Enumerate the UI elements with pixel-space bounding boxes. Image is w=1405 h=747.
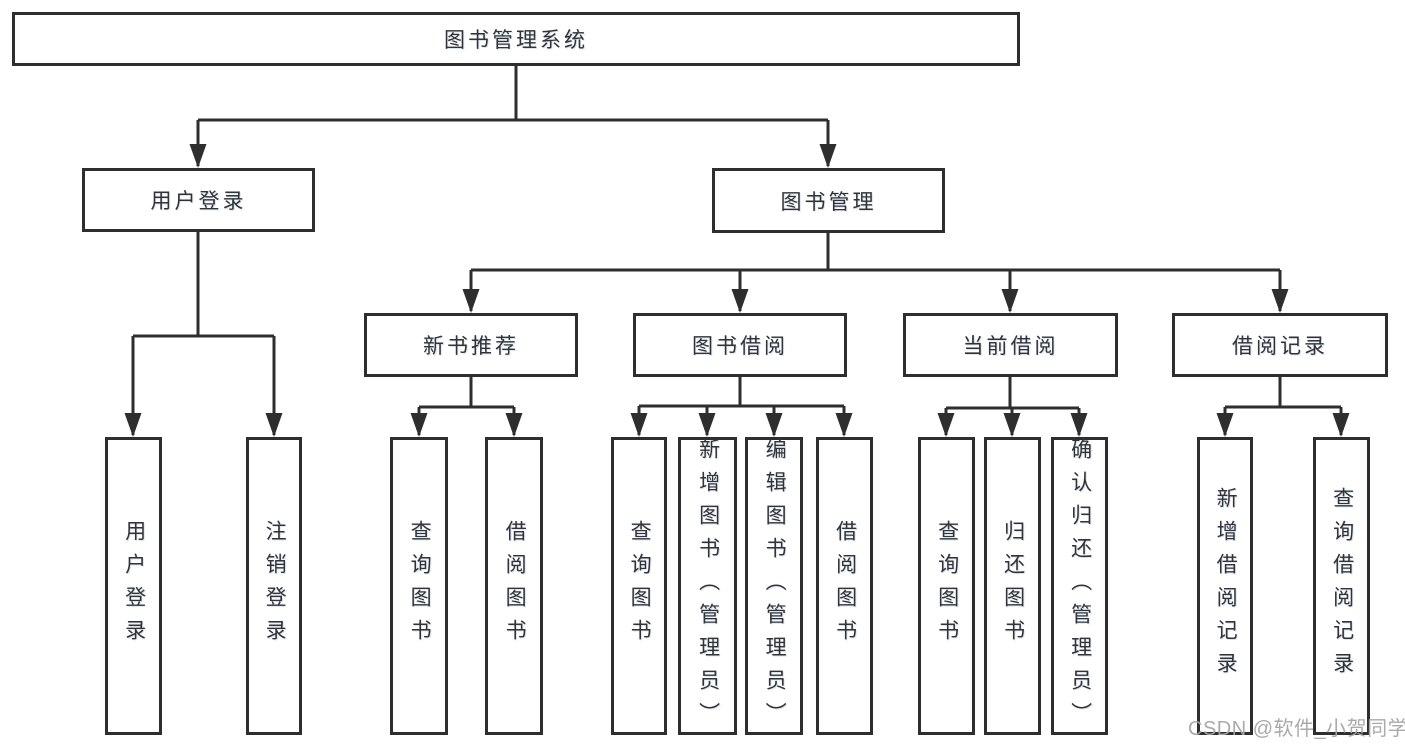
node-label: 图书借阅	[692, 335, 788, 358]
leaf-logout: 注销登录	[246, 437, 302, 735]
leaf-query-books: 查询图书	[390, 437, 448, 735]
connector-book-borrow-to-leaves	[630, 377, 853, 437]
leaf-label: 新增图书（管理员）	[696, 437, 720, 735]
node-new-book-recommend: 新书推荐	[364, 313, 578, 377]
connector-current-borrow-to-leaves	[937, 377, 1088, 437]
leaf-label: 查询借阅记录	[1330, 487, 1354, 685]
node-current-borrowing: 当前借阅	[903, 313, 1118, 377]
leaf-borrow-books: 借阅图书	[816, 437, 873, 735]
connector-new-books-to-leaves	[410, 377, 523, 437]
leaf-confirm-return-admin: 确认归还（管理员）	[1051, 437, 1108, 735]
leaf-label: 查询图书	[408, 520, 432, 652]
leaf-label: 新增借阅记录	[1214, 487, 1238, 685]
leaf-label: 借阅图书	[503, 520, 527, 652]
node-label: 图书管理系统	[444, 29, 588, 52]
connector-root-to-level2	[189, 66, 837, 168]
leaf-user-login: 用户登录	[105, 437, 162, 735]
leaf-label: 归还图书	[1001, 520, 1025, 652]
leaf-label: 用户登录	[122, 520, 146, 652]
node-label: 借阅记录	[1232, 335, 1328, 358]
leaf-edit-books-admin: 编辑图书（管理员）	[745, 437, 803, 735]
leaf-add-borrow-record: 新增借阅记录	[1197, 437, 1253, 735]
node-label: 当前借阅	[962, 335, 1059, 358]
leaf-return-books: 归还图书	[984, 437, 1041, 735]
connector-borrow-records-to-leaves	[1216, 377, 1350, 437]
csdn-watermark: CSDN @软件_小贺同学	[1188, 718, 1405, 740]
node-label: 新书推荐	[423, 335, 519, 358]
leaf-query-borrow-record: 查询借阅记录	[1313, 437, 1370, 735]
leaf-label: 编辑图书（管理员）	[763, 437, 787, 735]
leaf-label: 确认归还（管理员）	[1068, 437, 1092, 735]
connector-book-mgmt-to-level3	[462, 233, 1289, 313]
node-book-management: 图书管理	[712, 168, 945, 233]
leaf-label: 查询图书	[935, 520, 959, 652]
leaf-query-books: 查询图书	[918, 437, 975, 735]
leaf-query-books: 查询图书	[611, 437, 667, 735]
leaf-borrow-books: 借阅图书	[485, 437, 543, 735]
node-book-borrowing: 图书借阅	[633, 313, 847, 377]
leaf-label: 查询图书	[628, 520, 652, 652]
node-library-management-system: 图书管理系统	[12, 12, 1020, 66]
node-label: 图书管理	[780, 190, 877, 214]
node-user-login: 用户登录	[82, 168, 315, 232]
node-borrowing-records: 借阅记录	[1172, 313, 1388, 377]
connector-user-login-to-leaves	[124, 232, 283, 437]
leaf-label: 借阅图书	[833, 520, 857, 652]
node-label: 用户登录	[150, 190, 247, 213]
leaf-add-books-admin: 新增图书（管理员）	[678, 437, 737, 735]
leaf-label: 注销登录	[263, 520, 287, 652]
